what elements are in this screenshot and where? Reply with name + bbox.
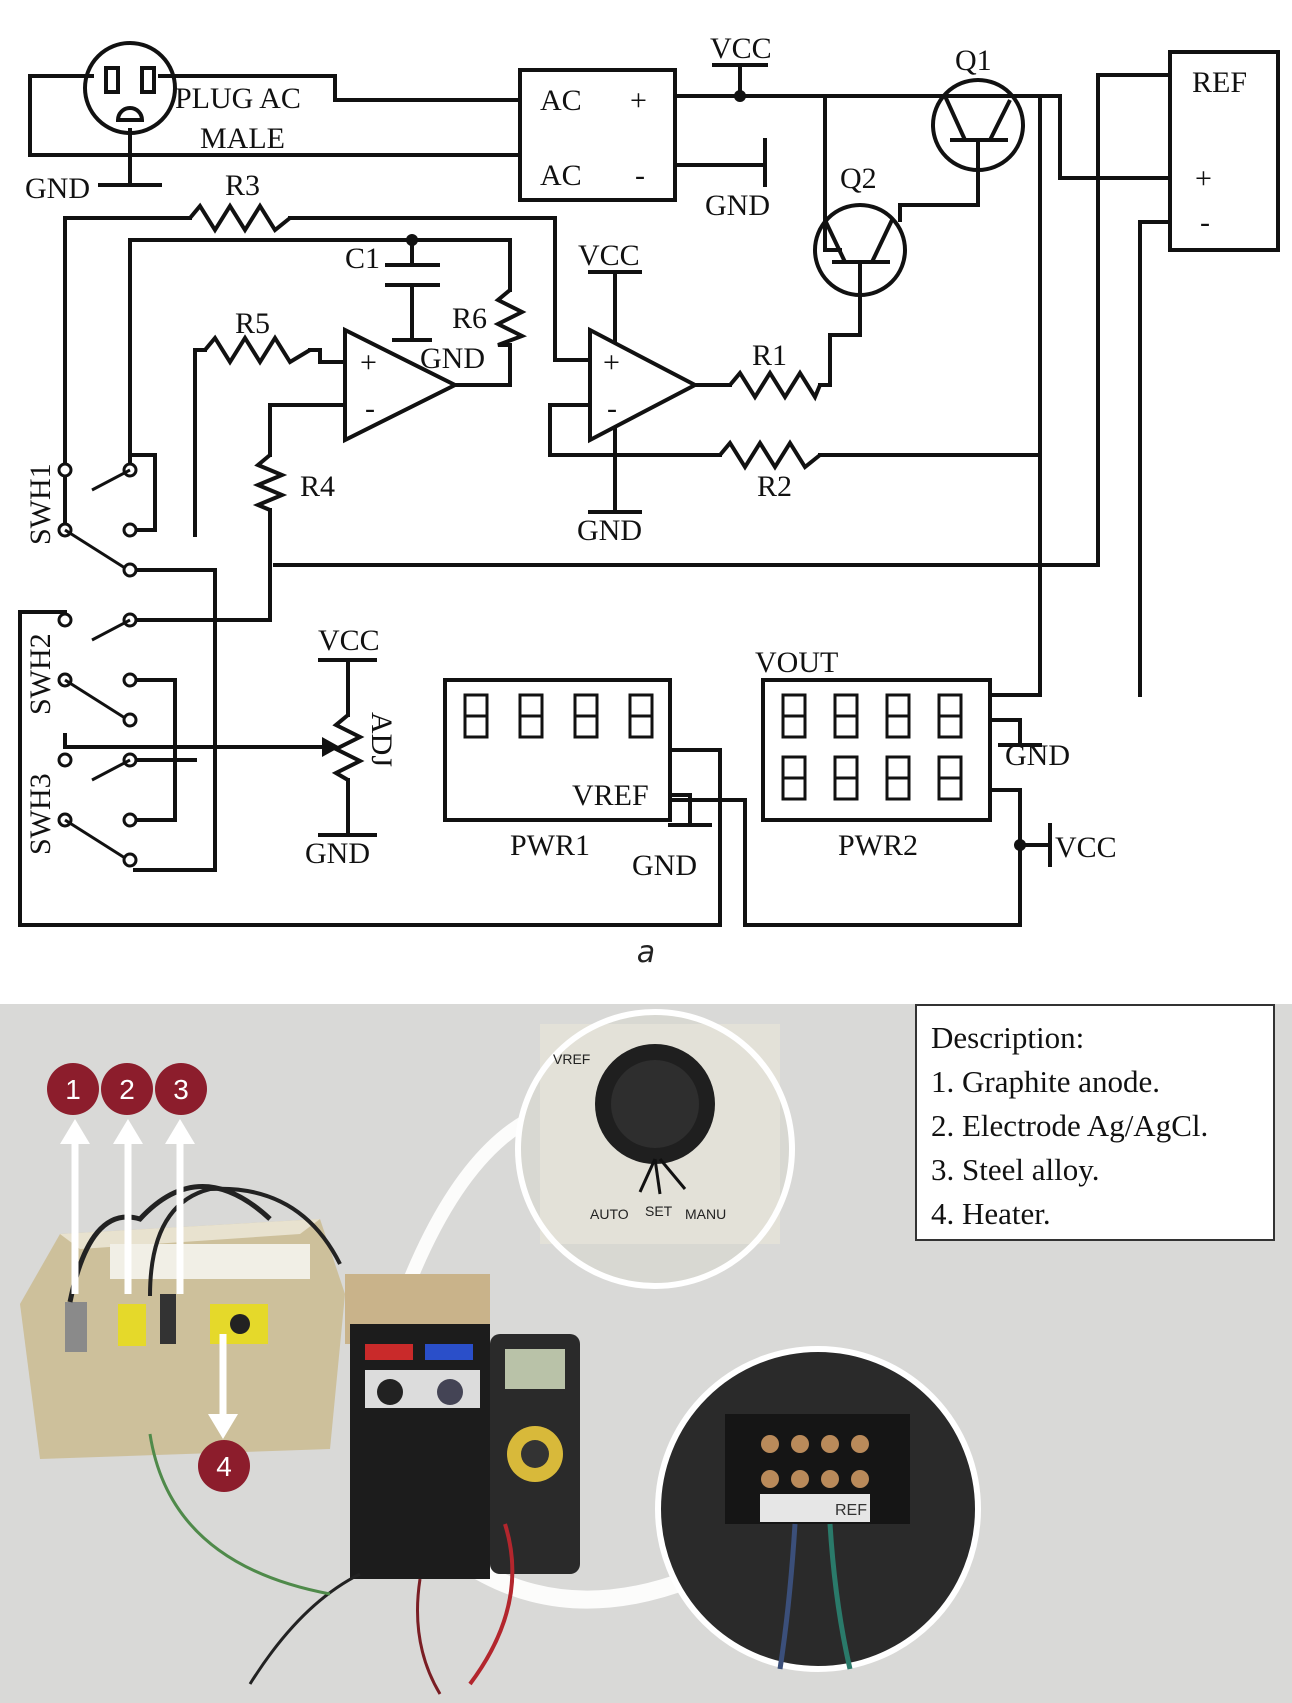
label-ac-top: AC: [540, 84, 582, 117]
photo-illustration: 1 2 3 4 VREF AUTO SET MANU: [20, 1009, 981, 1695]
label-ref-plus: +: [1195, 162, 1212, 195]
label-r2: R2: [757, 470, 792, 503]
label-ac-minus: -: [635, 159, 645, 192]
dial-label-set: SET: [645, 1203, 673, 1219]
pwr1-box: [443, 678, 672, 822]
ref-box: [1168, 50, 1280, 252]
label-gnd-opamp2: GND: [577, 514, 642, 547]
label-gnd-pwr1: GND: [632, 849, 697, 882]
label-gnd-pwr2: GND: [1005, 739, 1070, 772]
transistor-q1: [931, 78, 1025, 172]
label-c1: C1: [345, 242, 380, 275]
label-gnd-dc: GND: [705, 189, 770, 222]
label-r4: R4: [300, 470, 335, 503]
marker-arrows: [60, 1119, 238, 1439]
label-pwr2: PWR2: [838, 829, 918, 862]
label-gnd-adj: GND: [305, 837, 370, 870]
label-swh2: SWH2: [24, 633, 57, 715]
resistor-r4: [252, 453, 288, 512]
label-vout: VOUT: [755, 646, 838, 679]
marker-4: [198, 1440, 250, 1492]
switches: [57, 462, 138, 868]
marker-3-label: 3: [173, 1074, 189, 1105]
marker-1: [47, 1063, 99, 1115]
pwr1-digits: [463, 693, 654, 739]
label-vcc-pwr2: VCC: [1055, 831, 1117, 864]
transistor-q2: [813, 203, 907, 297]
label-ref: REF: [1192, 66, 1247, 99]
acdc-converter: [518, 68, 677, 202]
label-q1: Q1: [955, 44, 992, 77]
pwr2-box: [761, 678, 992, 822]
electrolytic-tank: [20, 1184, 345, 1459]
wires: [18, 63, 1172, 927]
controller-units: [148, 1274, 580, 1695]
description-item-1: 1. Graphite anode.: [931, 1064, 1160, 1099]
description-item-4: 4. Heater.: [931, 1196, 1051, 1231]
label-ac-plus: +: [630, 84, 647, 117]
capacitor-c1: [385, 240, 440, 342]
label-r5: R5: [235, 307, 270, 340]
label-vcc-adj: VCC: [318, 624, 380, 657]
number-markers: 1 2 3 4: [47, 1063, 250, 1492]
ac-plug-symbol: [83, 41, 177, 135]
marker-4-label: 4: [216, 1451, 232, 1482]
label-opamp2-plus: +: [603, 346, 620, 379]
label-swh1: SWH1: [24, 463, 57, 545]
resistor-r6: [493, 288, 527, 347]
label-opamp1-plus: +: [360, 346, 377, 379]
label-vref: VREF: [572, 779, 649, 812]
label-opamp2-minus: -: [607, 392, 617, 425]
label-vcc-opamp2: VCC: [578, 239, 640, 272]
label-opamp1-minus: -: [365, 392, 375, 425]
label-adj: ADJ: [365, 712, 398, 767]
label-plug-ac: PLUG AC: [175, 82, 301, 115]
label-r3: R3: [225, 169, 260, 202]
magnifier-dial: VREF AUTO SET MANU: [515, 1009, 795, 1289]
label-pwr1: PWR1: [510, 829, 590, 862]
resistor-r5: [203, 334, 312, 366]
label-gnd-plug: GND: [25, 172, 90, 205]
dial-label-manu: MANU: [685, 1206, 726, 1222]
terminal-label-ref: REF: [835, 1502, 867, 1519]
label-r1: R1: [752, 339, 787, 372]
label-vcc-top: VCC: [710, 32, 772, 65]
label-ac-bottom: AC: [540, 159, 582, 192]
label-ref-minus: -: [1200, 206, 1210, 239]
resistor-adj: [331, 713, 365, 782]
wire-plug-top: [28, 74, 522, 157]
description-box: Description: 1. Graphite anode. 2. Elect…: [915, 1004, 1275, 1241]
description-item-2: 2. Electrode Ag/AgCl.: [931, 1108, 1209, 1143]
figure-caption-a: a: [636, 935, 656, 970]
adj-wiper-arrow: [322, 737, 340, 757]
opamp-2: [588, 326, 700, 444]
pwr2-digits: [781, 693, 963, 801]
description-item-3: 3. Steel alloy.: [931, 1152, 1100, 1187]
label-gnd-c1: GND: [420, 342, 485, 375]
label-q2: Q2: [840, 162, 877, 195]
marker-1-label: 1: [65, 1074, 81, 1105]
dial-label-vref: VREF: [553, 1051, 590, 1067]
description-title: Description:: [931, 1020, 1085, 1055]
resistor-r3: [188, 202, 292, 234]
wire-plug-ac: [158, 74, 522, 102]
resistor-r2: [718, 439, 822, 471]
marker-2: [101, 1063, 153, 1115]
marker-3: [155, 1063, 207, 1115]
label-r6: R6: [452, 302, 487, 335]
opamp-1: [343, 326, 460, 444]
schematic-labels: PLUG AC MALE GND AC + AC - VCC GND Q1 Q2…: [24, 32, 1247, 882]
resistors: [188, 202, 822, 782]
label-swh3: SWH3: [24, 773, 57, 855]
switch-levers: [64, 468, 131, 860]
circuit-schematic: PLUG AC MALE GND AC + AC - VCC GND Q1 Q2…: [18, 32, 1280, 927]
magnifier-terminal: REF: [655, 1346, 981, 1672]
resistor-r1: [728, 369, 822, 402]
label-plug-male: MALE: [200, 122, 285, 155]
dial-label-auto: AUTO: [590, 1206, 629, 1222]
marker-2-label: 2: [119, 1074, 135, 1105]
